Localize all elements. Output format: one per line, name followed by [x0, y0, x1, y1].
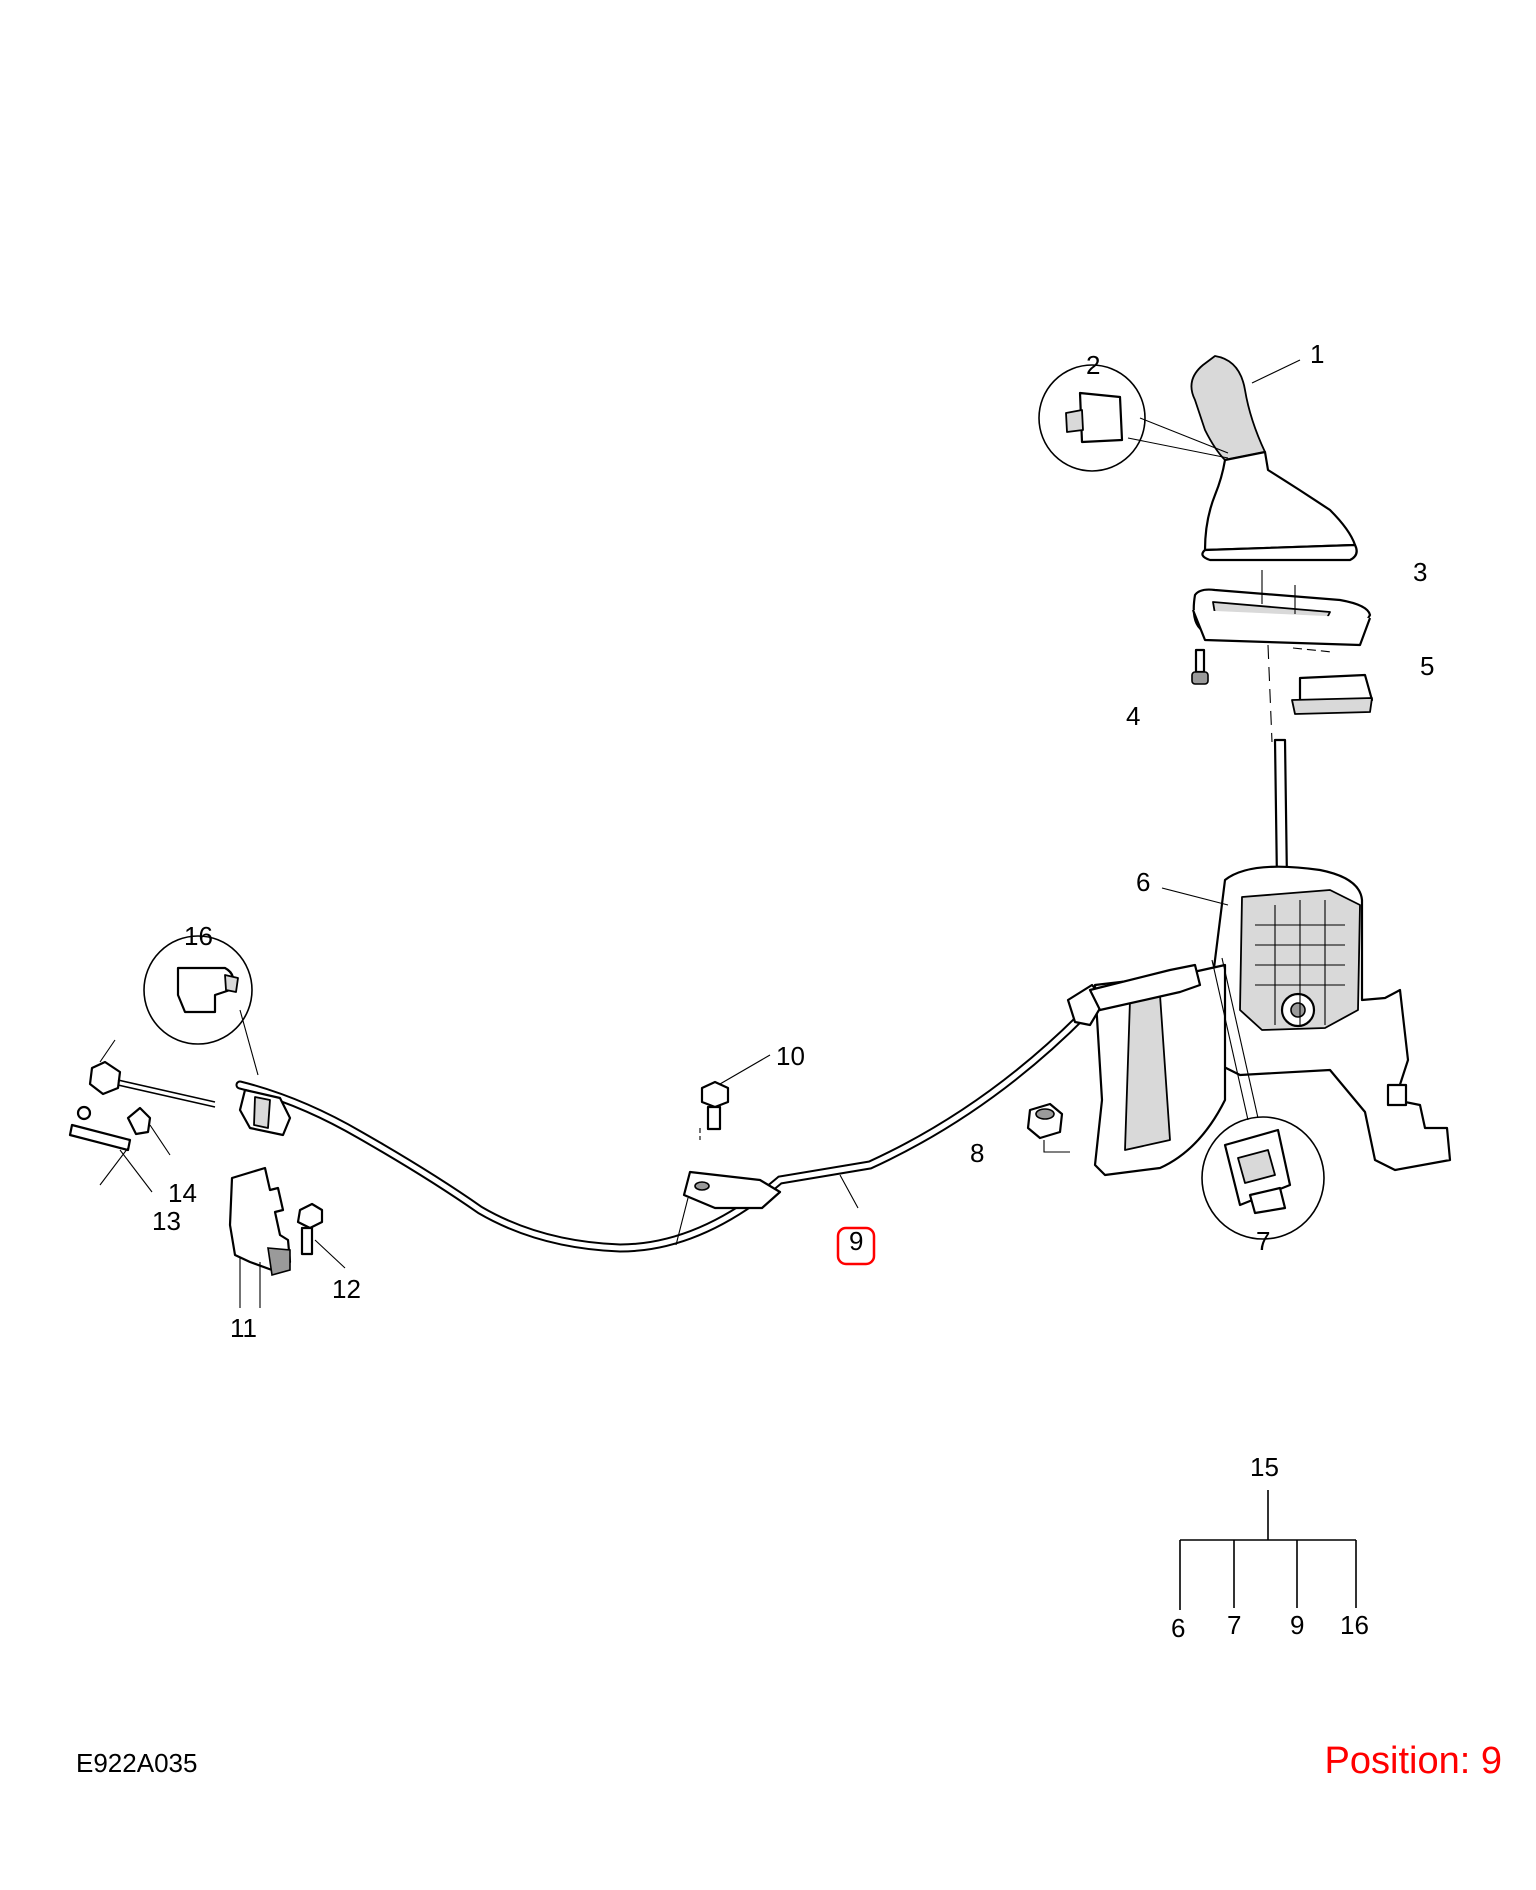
callout-2[interactable]: 2	[1086, 350, 1100, 380]
callout-13[interactable]: 13	[152, 1206, 181, 1236]
kit-parent-label[interactable]: 15	[1250, 1452, 1279, 1482]
callout-11[interactable]: 11	[230, 1313, 257, 1343]
diagram-code: E922A035	[76, 1748, 198, 1778]
position-label: Position:	[1324, 1740, 1471, 1782]
selector-cable[interactable]	[235, 963, 1202, 1253]
callout-5[interactable]: 5	[1420, 651, 1434, 681]
callout-16[interactable]: 16	[184, 921, 213, 951]
shifter-housing[interactable]	[1093, 738, 1452, 1177]
callout-7[interactable]: 7	[1256, 1226, 1270, 1256]
callout-14[interactable]: 14	[168, 1178, 197, 1208]
position-highlight-box	[836, 1226, 876, 1266]
grommet[interactable]	[126, 1106, 152, 1136]
position-indicator: Position: 9	[1325, 1740, 1502, 1783]
detail-circle-clip[interactable]	[1038, 364, 1146, 472]
bracket-bolt[interactable]	[296, 1202, 324, 1256]
shift-gate-bezel[interactable]	[1191, 588, 1372, 647]
callout-6[interactable]: 6	[1136, 867, 1150, 897]
callout-4[interactable]: 4	[1126, 701, 1140, 731]
cable-bracket-bolt[interactable]	[700, 1080, 730, 1131]
kit-child-label[interactable]: 7	[1227, 1610, 1241, 1640]
housing-nut[interactable]	[1026, 1102, 1064, 1140]
callout-9[interactable]: 9	[849, 1226, 863, 1256]
mounting-bracket[interactable]	[228, 1166, 292, 1277]
position-value: 9	[1480, 1740, 1502, 1782]
shift-knob-boot[interactable]	[1190, 355, 1358, 562]
detail-circle-retainer[interactable]	[1201, 1116, 1325, 1240]
detail-circle-cable-clip[interactable]	[143, 935, 253, 1045]
bezel-screw[interactable]	[1191, 648, 1209, 685]
callout-10[interactable]: 10	[776, 1041, 805, 1071]
callout-3[interactable]: 3	[1413, 557, 1427, 587]
kit-child-label[interactable]: 9	[1290, 1610, 1304, 1640]
kit-child-label[interactable]: 6	[1171, 1613, 1185, 1643]
kit-child-label[interactable]: 16	[1340, 1610, 1369, 1640]
callout-8[interactable]: 8	[970, 1138, 984, 1168]
kit-tree: 15 6 7 9 16	[1171, 1452, 1369, 1643]
cable-transmission-end[interactable]	[88, 1060, 292, 1137]
indicator-module[interactable]	[1291, 673, 1374, 715]
callout-12[interactable]: 12	[332, 1274, 361, 1304]
callout-1[interactable]: 1	[1310, 339, 1324, 369]
locking-rod[interactable]	[68, 1105, 132, 1152]
